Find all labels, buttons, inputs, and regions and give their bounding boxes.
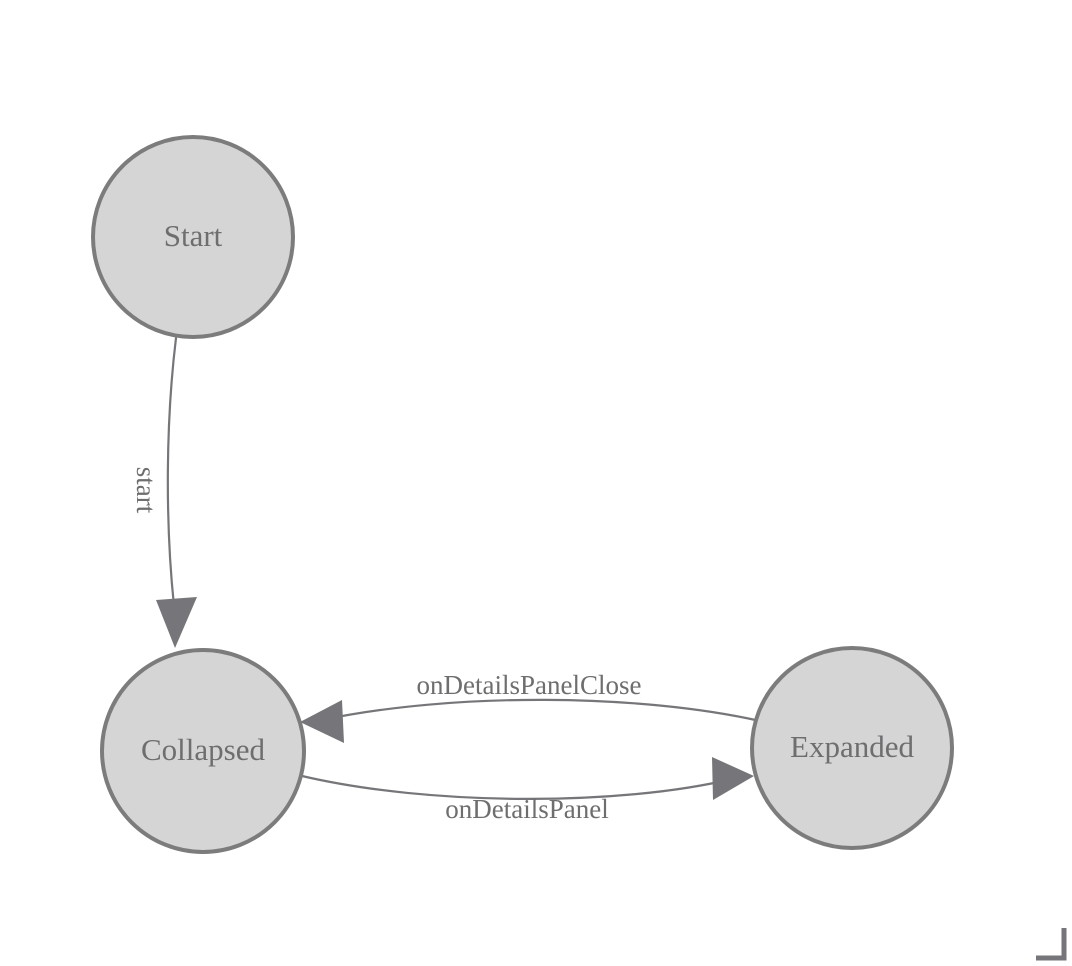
state-node-start[interactable]: Start <box>91 135 295 339</box>
edge-collapsed-expanded-arrowhead <box>712 757 754 800</box>
state-node-start-label: Start <box>164 218 223 253</box>
resize-corner-mark-icon[interactable] <box>1036 928 1067 961</box>
state-node-expanded-label: Expanded <box>790 729 914 764</box>
edges-layer: start onDetailsPanelClose onDetailsPanel <box>131 336 762 824</box>
edge-expanded-collapsed-line <box>320 698 762 723</box>
edge-expanded-collapsed[interactable]: onDetailsPanelClose <box>300 670 762 743</box>
edge-label-on-details-panel: onDetailsPanel <box>445 794 608 824</box>
state-node-expanded[interactable]: Expanded <box>750 646 954 850</box>
state-node-collapsed-label: Collapsed <box>141 732 265 767</box>
edge-collapsed-expanded-line <box>300 774 734 800</box>
edge-expanded-collapsed-arrowhead <box>300 700 344 743</box>
state-node-expanded-circle[interactable] <box>750 646 954 850</box>
edge-start-collapsed-arrowhead <box>156 597 197 648</box>
nodes-layer: Start Collapsed Expanded <box>91 135 954 854</box>
edge-collapsed-expanded[interactable]: onDetailsPanel <box>300 757 754 824</box>
edge-start-collapsed-line <box>166 336 178 608</box>
state-node-start-circle[interactable] <box>91 135 295 339</box>
edge-label-on-details-panel-close: onDetailsPanelClose <box>417 670 642 700</box>
edge-label-start: start <box>131 467 161 514</box>
edge-start-collapsed[interactable]: start <box>131 336 197 648</box>
state-node-collapsed-circle[interactable] <box>100 648 306 854</box>
state-node-collapsed[interactable]: Collapsed <box>100 648 306 854</box>
